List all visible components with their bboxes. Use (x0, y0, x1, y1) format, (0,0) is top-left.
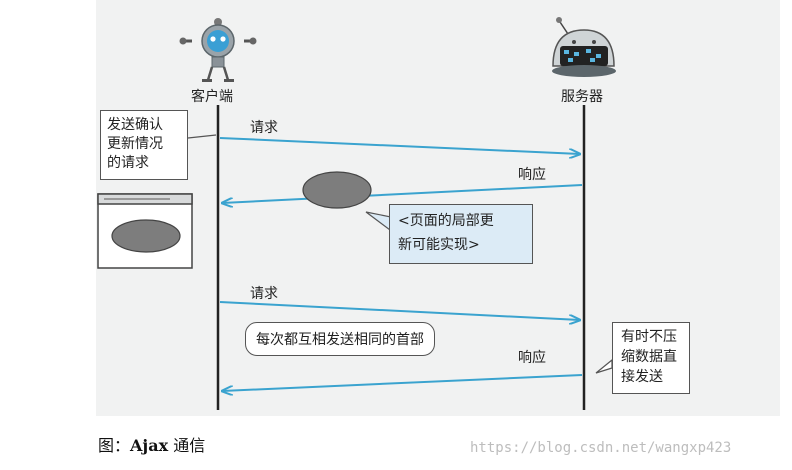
client-label: 客户端 (191, 89, 233, 105)
client-note-line-1: 发送确认 (107, 117, 163, 133)
browser-window-icon (97, 193, 193, 269)
client-note: 发送确认 更新情况 的请求 (100, 110, 188, 180)
message-label-response-1: 响应 (518, 167, 546, 183)
same-header-note: 每次都互相发送相同的首部 (245, 322, 435, 356)
caption-prefix: 图： (98, 436, 131, 455)
caption-suffix: 通信 (168, 436, 206, 455)
request-arrow-2 (219, 301, 580, 320)
caption-title: Ajax (130, 436, 169, 455)
partial-update-bubble: <页面的局部更 新可能实现> (389, 204, 533, 264)
partial-update-line-2: 新可能实现> (398, 237, 480, 253)
server-label: 服务器 (561, 89, 603, 105)
partial-update-line-1: <页面的局部更 (398, 213, 494, 229)
message-label-response-2: 响应 (518, 350, 546, 366)
no-compress-line-1: 有时不压 (621, 329, 677, 345)
client-note-line-3: 的请求 (107, 155, 149, 171)
server-robot-icon (552, 17, 616, 77)
page-part-ellipse (302, 171, 372, 209)
client-note-line-2: 更新情况 (107, 136, 163, 152)
response-arrow-1 (222, 184, 583, 203)
no-compress-note: 有时不压 缩数据直 接发送 (612, 322, 690, 394)
response-arrow-2 (222, 374, 583, 391)
figure-caption: 图：Ajax 通信 (98, 432, 205, 456)
request-arrow-1 (219, 137, 580, 154)
no-compress-line-3: 接发送 (621, 369, 663, 385)
watermark: https://blog.csdn.net/wangxp423 (470, 440, 732, 456)
client-robot-icon (179, 18, 257, 82)
message-label-request-1: 请求 (250, 120, 278, 136)
message-label-request-2: 请求 (250, 286, 278, 302)
no-compress-line-2: 缩数据直 (621, 349, 677, 365)
